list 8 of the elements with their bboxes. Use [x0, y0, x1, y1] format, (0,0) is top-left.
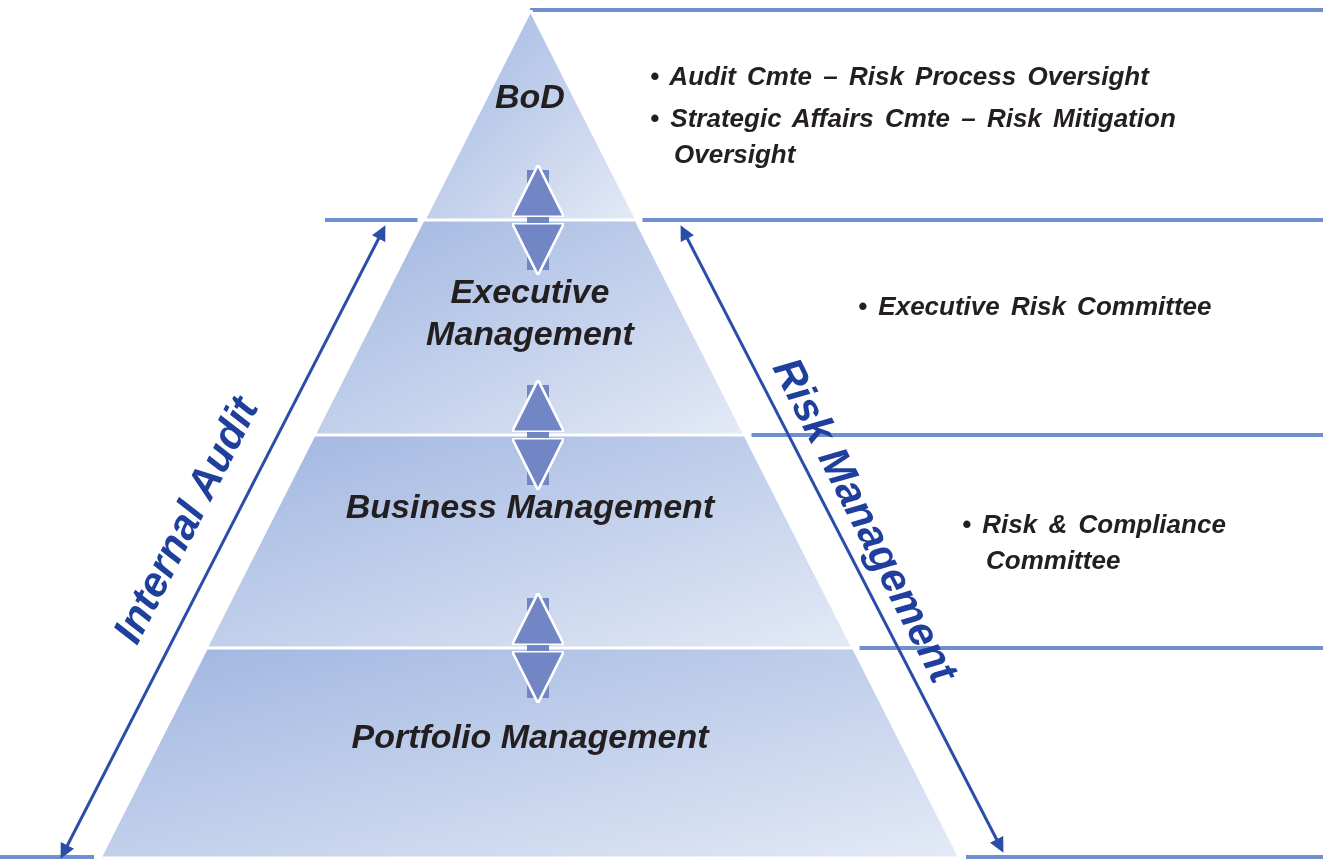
bullet-text: • Executive Risk Committee: [858, 290, 1213, 323]
tier-label: BoD: [494, 76, 566, 117]
tier-label: Executive Management: [425, 271, 636, 354]
tier-label: Portfolio Management: [350, 716, 711, 757]
tier-label: Business Management: [344, 486, 717, 527]
bullet-text: • Audit Cmte – Risk Process Oversight: [650, 60, 1151, 93]
bullet-text: • Strategic Affairs Cmte – Risk Mitigation Oversight: [650, 102, 1177, 171]
bullet-text: • Risk & Compliance Committee: [962, 508, 1227, 577]
